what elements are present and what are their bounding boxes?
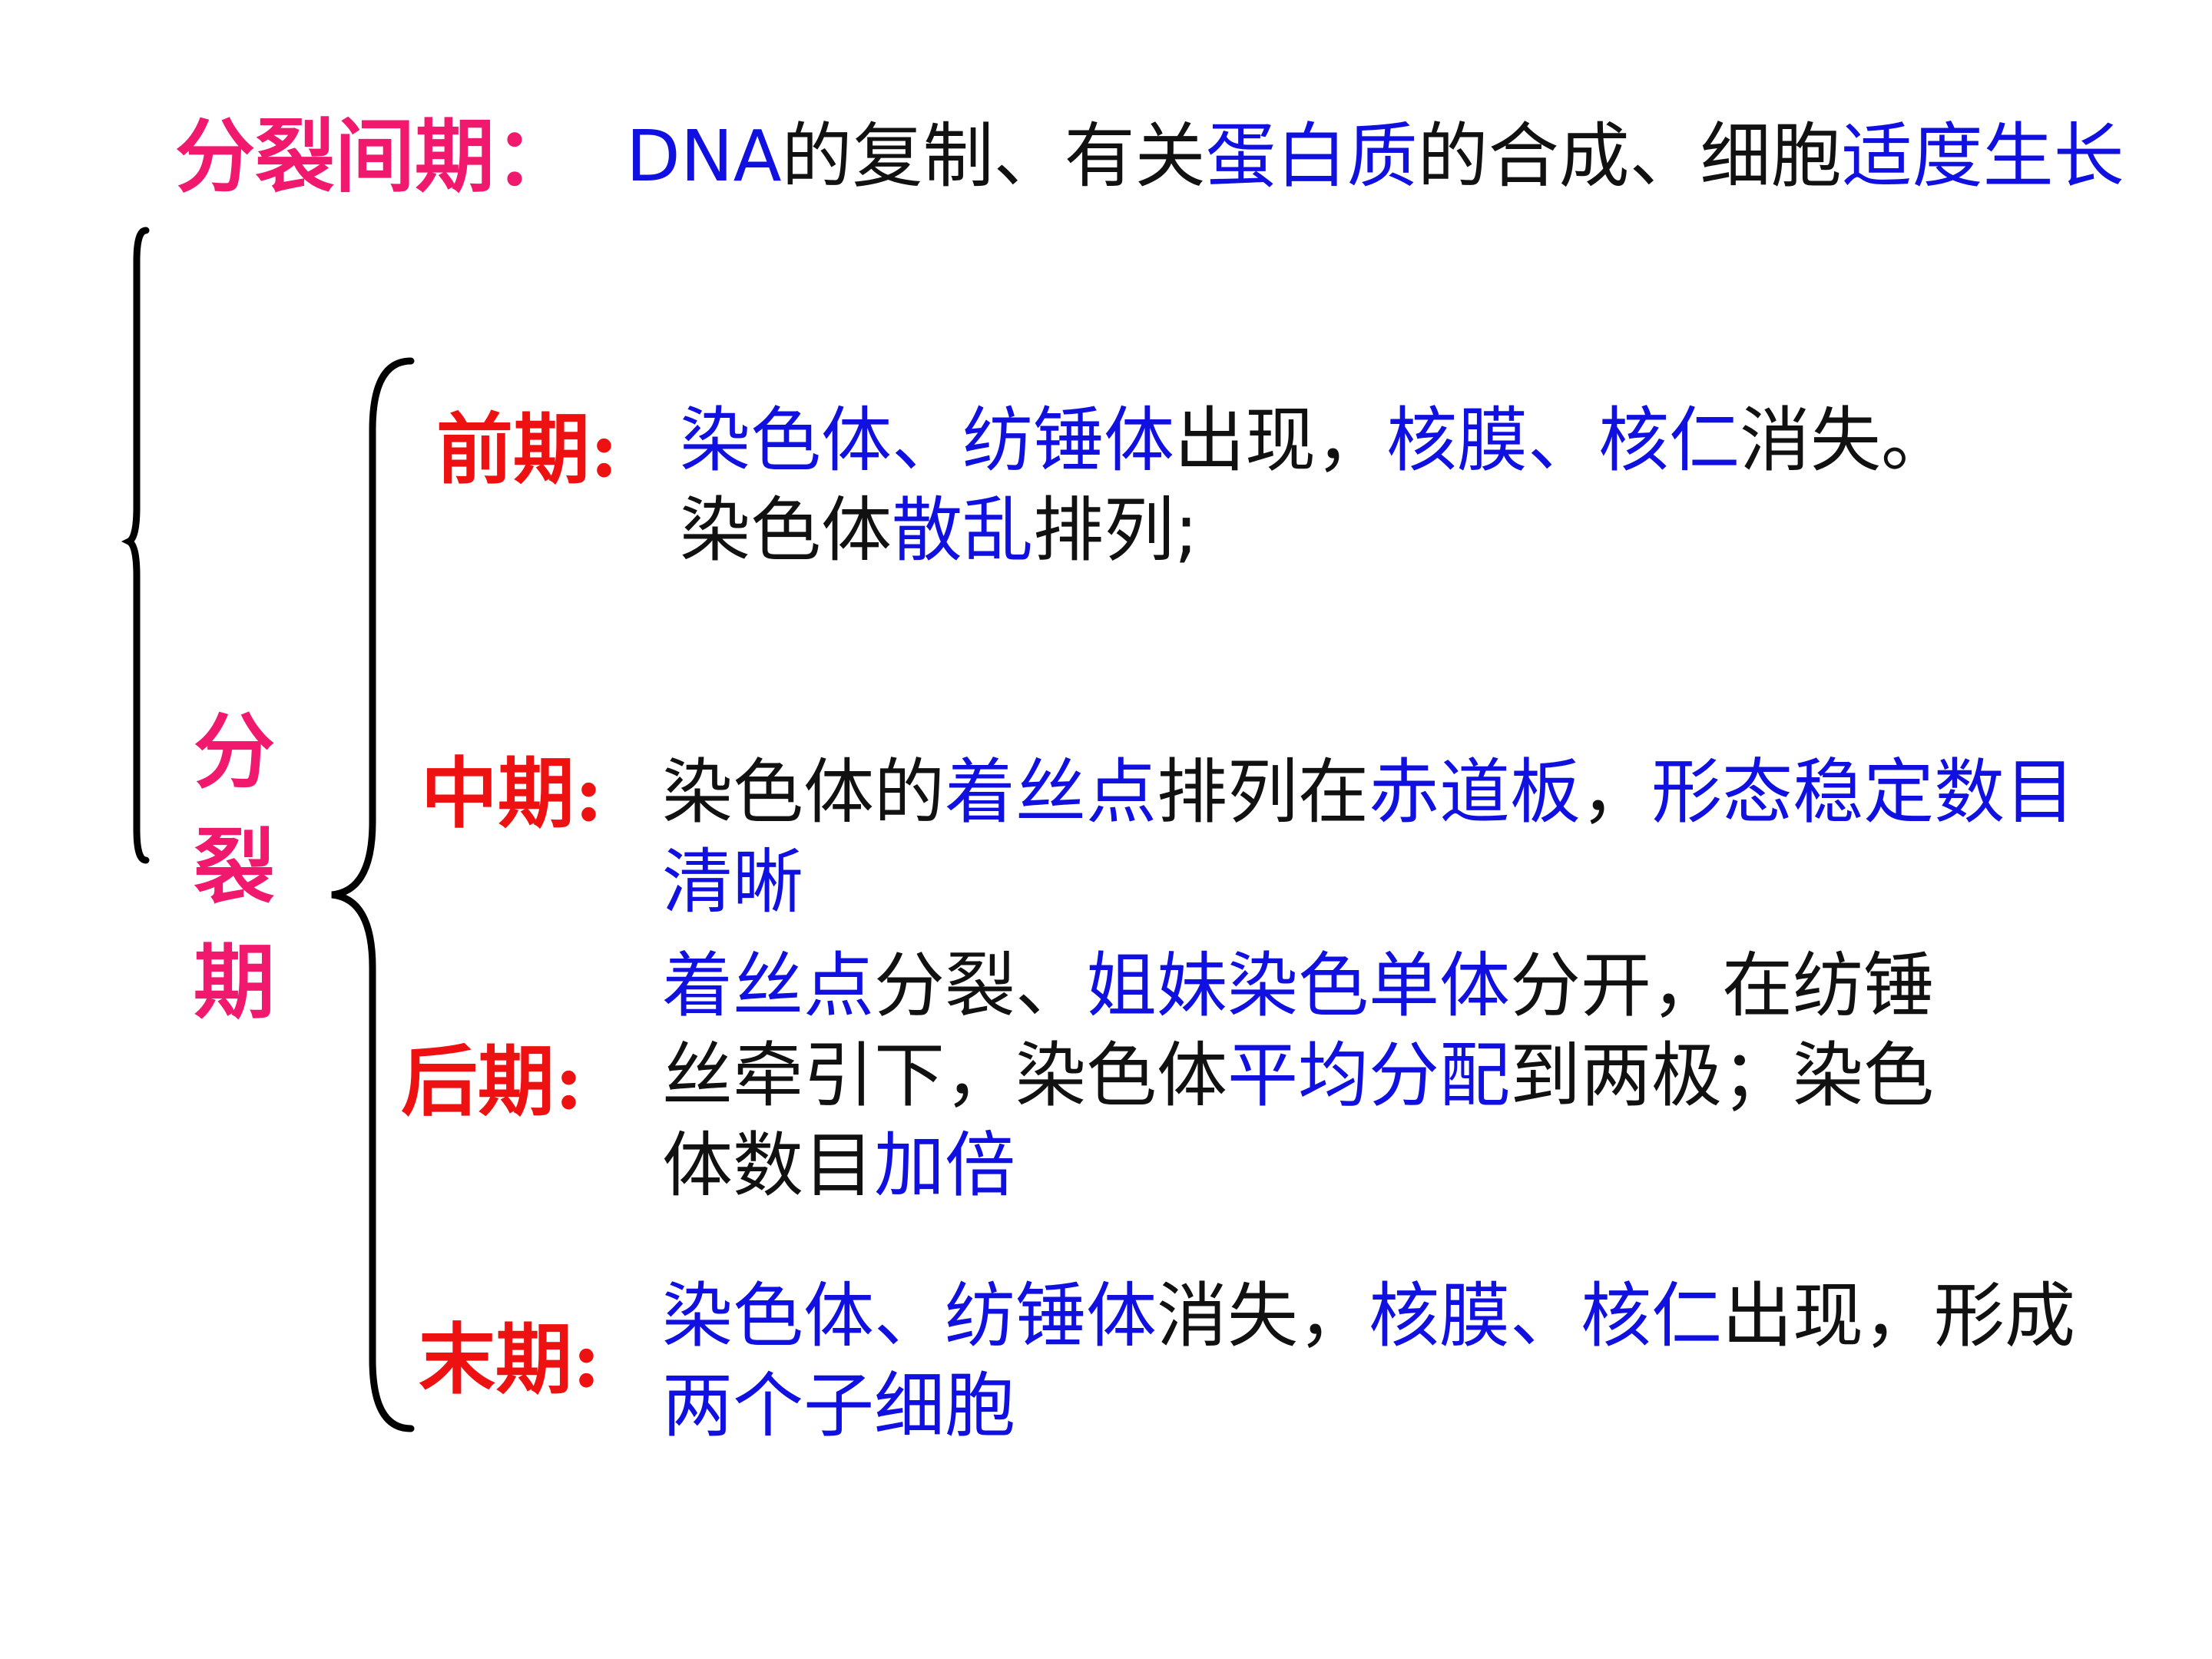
interphase-seg-4: 适度生长 <box>1841 115 2124 197</box>
metaphase-line-1: 染色体的着丝点排列在赤道板，形态稳定数目 <box>662 757 2075 828</box>
anaphase-line-1: 着丝点分裂、姐妹染色单体分开，在纺锤 <box>662 951 1934 1022</box>
interphase-seg-3: 的合成、细胞 <box>1417 115 1842 197</box>
inner-brace <box>331 357 415 1432</box>
telophase-label: 末期: <box>419 1314 601 1405</box>
interphase-seg-2: 蛋白质 <box>1205 115 1418 197</box>
outer-brace <box>121 227 150 864</box>
prophase-l2-seg-1: 散乱 <box>892 489 1034 571</box>
anaphase-line-3: 体数目加倍 <box>662 1131 1015 1201</box>
metaphase-label: 中期: <box>421 748 603 839</box>
telophase-l1-seg-0: 染色体、纺锤体 <box>662 1275 1157 1357</box>
anaphase-l3-seg-1: 加倍 <box>874 1124 1016 1207</box>
anaphase-l1-seg-1: 分裂、 <box>874 945 1087 1027</box>
prophase-l1-seg-3: 消失。 <box>1740 399 1952 482</box>
anaphase-line-2: 丝牵引下，染色体平均分配到两极；染色 <box>662 1041 1934 1111</box>
metaphase-l1-seg-0: 染色体的 <box>662 751 945 833</box>
prophase-l1-seg-0: 染色体、纺锤体 <box>680 399 1175 482</box>
metaphase-l1-seg-5: 形态稳定数目 <box>1651 751 2076 833</box>
anaphase-label: 后期: <box>401 1036 583 1127</box>
interphase-row: 分裂间期： <box>175 117 575 197</box>
anaphase-l3-seg-0: 体数目 <box>662 1124 875 1207</box>
telophase-l2-seg-0: 两个子细胞 <box>662 1365 1016 1447</box>
prophase-l2-seg-2: 排列; <box>1033 489 1199 571</box>
prophase-l1-seg-1: 出现， <box>1174 399 1387 482</box>
division-label-char-2: 期 <box>194 935 275 1030</box>
division-label-char-0: 分 <box>194 705 275 800</box>
prophase-l1-seg-2: 核膜、核仁 <box>1386 399 1740 482</box>
prophase-label: 前期: <box>436 404 618 495</box>
metaphase-l1-seg-4: ， <box>1581 751 1652 833</box>
prophase-line-1: 染色体、纺锤体出现，核膜、核仁消失。 <box>680 406 1952 476</box>
interphase-description: DNA的复制、有关蛋白质的合成、细胞适度生长 <box>626 121 2124 192</box>
interphase-seg-1: 的复制、有关 <box>781 115 1206 197</box>
metaphase-l1-seg-1: 着丝点 <box>945 751 1157 833</box>
division-label-char-1: 裂 <box>194 820 275 915</box>
prophase-line-2: 染色体散乱排列; <box>680 495 1198 566</box>
interphase-seg-0: DNA <box>626 115 782 197</box>
division-phase-label: 分 裂 期 <box>188 695 280 1041</box>
metaphase-l1-seg-2: 排列在 <box>1157 751 1369 833</box>
anaphase-l1-seg-2: 姐妹染色单体 <box>1086 945 1511 1027</box>
anaphase-l2-seg-1: 平均分配 <box>1227 1035 1511 1117</box>
metaphase-line-2: 清晰 <box>662 847 803 918</box>
anaphase-l2-seg-2: 到两极；染色 <box>1510 1035 1935 1117</box>
metaphase-l1-seg-3: 赤道板 <box>1369 751 1581 833</box>
telophase-line-2: 两个子细胞 <box>662 1371 1015 1442</box>
telophase-line-1: 染色体、纺锤体消失，核膜、核仁出现，形成 <box>662 1281 2075 1352</box>
interphase-label: 分裂间期： <box>175 110 575 204</box>
metaphase-l2-seg-0: 清晰 <box>662 841 804 923</box>
anaphase-l2-seg-0: 丝牵引下，染色体 <box>662 1035 1228 1117</box>
prophase-l2-seg-0: 染色体 <box>680 489 892 571</box>
anaphase-l1-seg-3: 分开，在纺锤 <box>1510 945 1935 1027</box>
telophase-l1-seg-3: 出现，形成 <box>1722 1275 2076 1357</box>
anaphase-l1-seg-0: 着丝点 <box>662 945 875 1027</box>
telophase-l1-seg-2: 核膜、核仁 <box>1369 1275 1723 1357</box>
telophase-l1-seg-1: 消失， <box>1157 1275 1369 1357</box>
